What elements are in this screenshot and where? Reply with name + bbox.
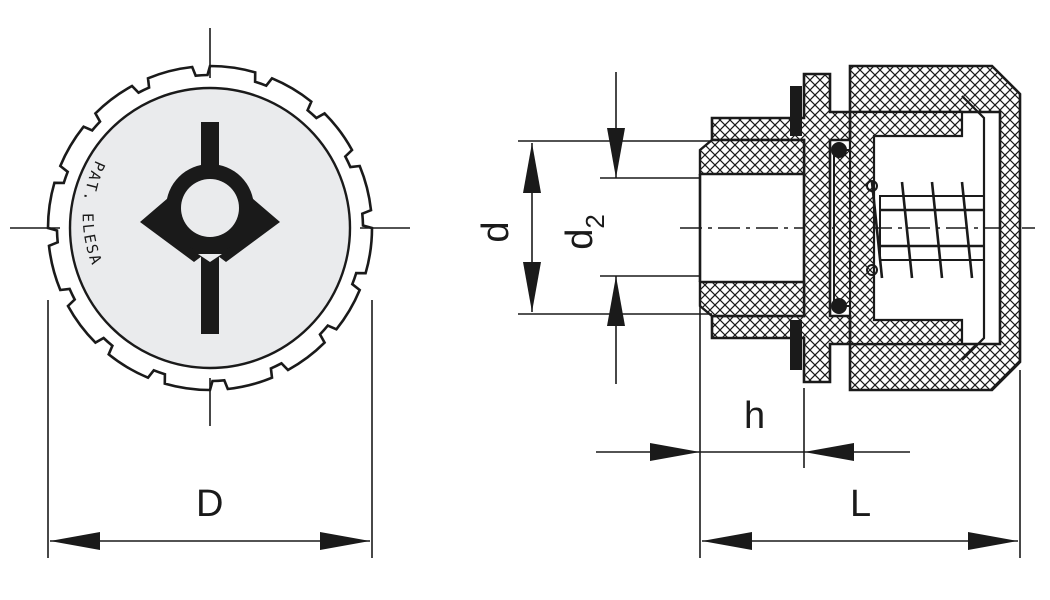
gasket-bottom <box>790 320 802 370</box>
d2-arrow-bottom <box>607 276 625 326</box>
dimension-label-L: L <box>850 483 871 525</box>
section-view: d d2 h L <box>475 64 1035 558</box>
gasket-top <box>790 86 802 136</box>
D-arrow-left <box>50 532 100 550</box>
dimension-label-d2: d2 <box>559 214 610 250</box>
spigot-top-section <box>698 138 806 176</box>
d-arrow-top <box>523 143 541 193</box>
spring <box>866 180 985 279</box>
dimension-label-d: d <box>475 221 517 242</box>
d2-arrow-top <box>607 128 625 178</box>
o-ring-bottom <box>831 298 847 314</box>
spigot-bottom-section <box>698 280 806 318</box>
d2-base: d2 <box>559 214 610 250</box>
L-arrow-right <box>968 532 1018 550</box>
cap-inner-wall <box>848 110 964 346</box>
h-arrow-right <box>804 443 854 461</box>
breather-symbol-icon <box>140 122 280 334</box>
h-arrow-left <box>650 443 700 461</box>
D-arrow-right <box>320 532 370 550</box>
d-arrow-bottom <box>523 262 541 312</box>
dimension-label-D: D <box>196 483 223 525</box>
knurled-rim <box>46 64 374 392</box>
front-view: PAT. ELESA D <box>10 28 410 558</box>
L-arrow-left <box>702 532 752 550</box>
o-ring-top <box>831 142 847 158</box>
dimension-label-h: h <box>744 395 765 437</box>
valve-disc <box>833 149 851 307</box>
